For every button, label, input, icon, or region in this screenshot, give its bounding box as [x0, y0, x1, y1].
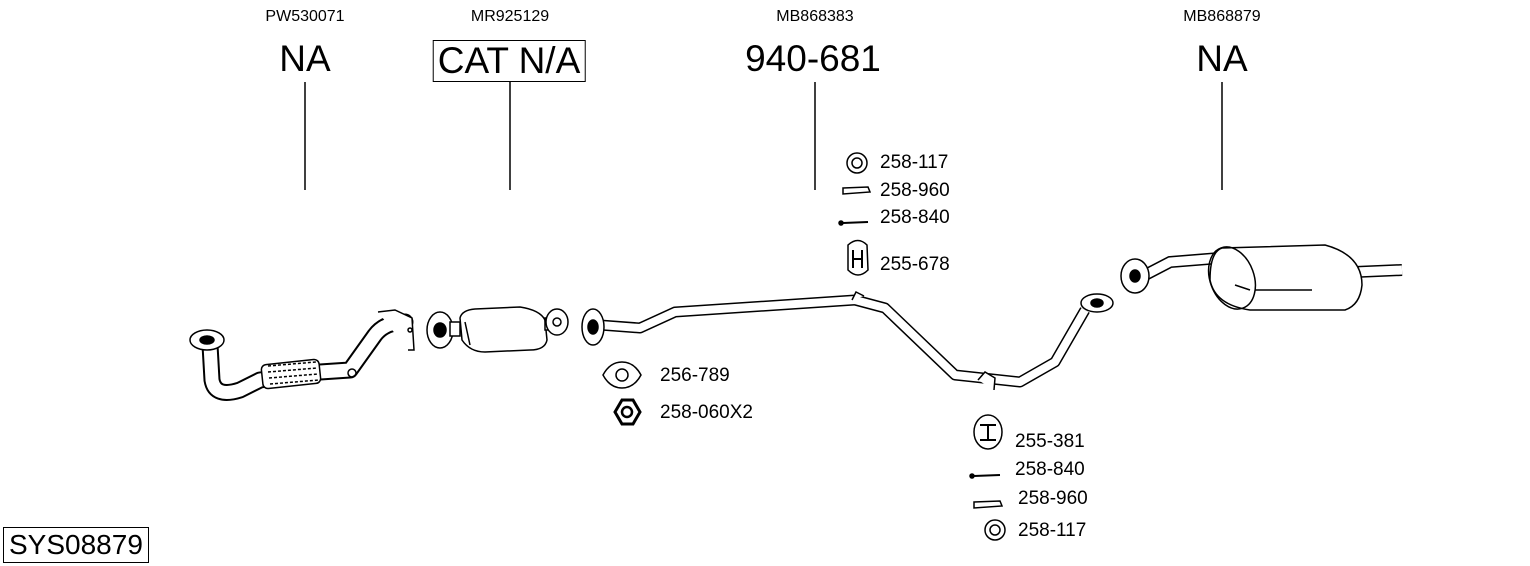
- part-code-catalyst: MR925129: [470, 8, 550, 25]
- catalyst-drawing[interactable]: [426, 306, 569, 353]
- part-code-front-pipe: PW530071: [265, 8, 345, 25]
- sleeve-icon: [973, 500, 1004, 509]
- part-label[interactable]: 258-840: [1015, 459, 1085, 480]
- bolt-icon: [838, 220, 869, 226]
- nut-icon: [613, 398, 642, 426]
- gasket-icon: [602, 361, 642, 389]
- part-number-front-pipe[interactable]: NA: [279, 38, 331, 79]
- system-id: SYS08879: [3, 527, 149, 563]
- bolt-icon: [969, 473, 1001, 479]
- part-number-catalyst[interactable]: CAT N/A: [432, 40, 586, 82]
- rubber-hanger-icon: [847, 239, 869, 276]
- rear-silencer-drawing[interactable]: [1120, 240, 1403, 315]
- part-code-middle-pipe: MB868383: [776, 8, 854, 25]
- part-label[interactable]: 258-117: [880, 152, 949, 173]
- ring-icon: [984, 519, 1006, 541]
- part-label[interactable]: 258-060X2: [660, 402, 753, 423]
- part-code-rear-silencer: MB868879: [1183, 8, 1261, 25]
- rubber-hanger-icon: [973, 414, 1003, 450]
- part-label[interactable]: 258-840: [880, 207, 950, 228]
- part-number-middle-pipe[interactable]: 940-681: [745, 38, 881, 79]
- middle-pipe-drawing[interactable]: [581, 290, 1114, 391]
- part-label[interactable]: 258-117: [1018, 520, 1087, 541]
- part-label[interactable]: 258-960: [1018, 488, 1088, 509]
- sleeve-icon: [842, 186, 872, 195]
- part-label[interactable]: 255-678: [880, 254, 950, 275]
- part-number-rear-silencer[interactable]: NA: [1196, 38, 1248, 79]
- front-pipe-drawing[interactable]: [189, 309, 415, 401]
- leader-lines: [304, 82, 1223, 190]
- part-label[interactable]: 256-789: [660, 365, 730, 386]
- part-label[interactable]: 258-960: [880, 180, 950, 201]
- ring-icon: [846, 152, 868, 174]
- part-label[interactable]: 255-381: [1015, 431, 1085, 452]
